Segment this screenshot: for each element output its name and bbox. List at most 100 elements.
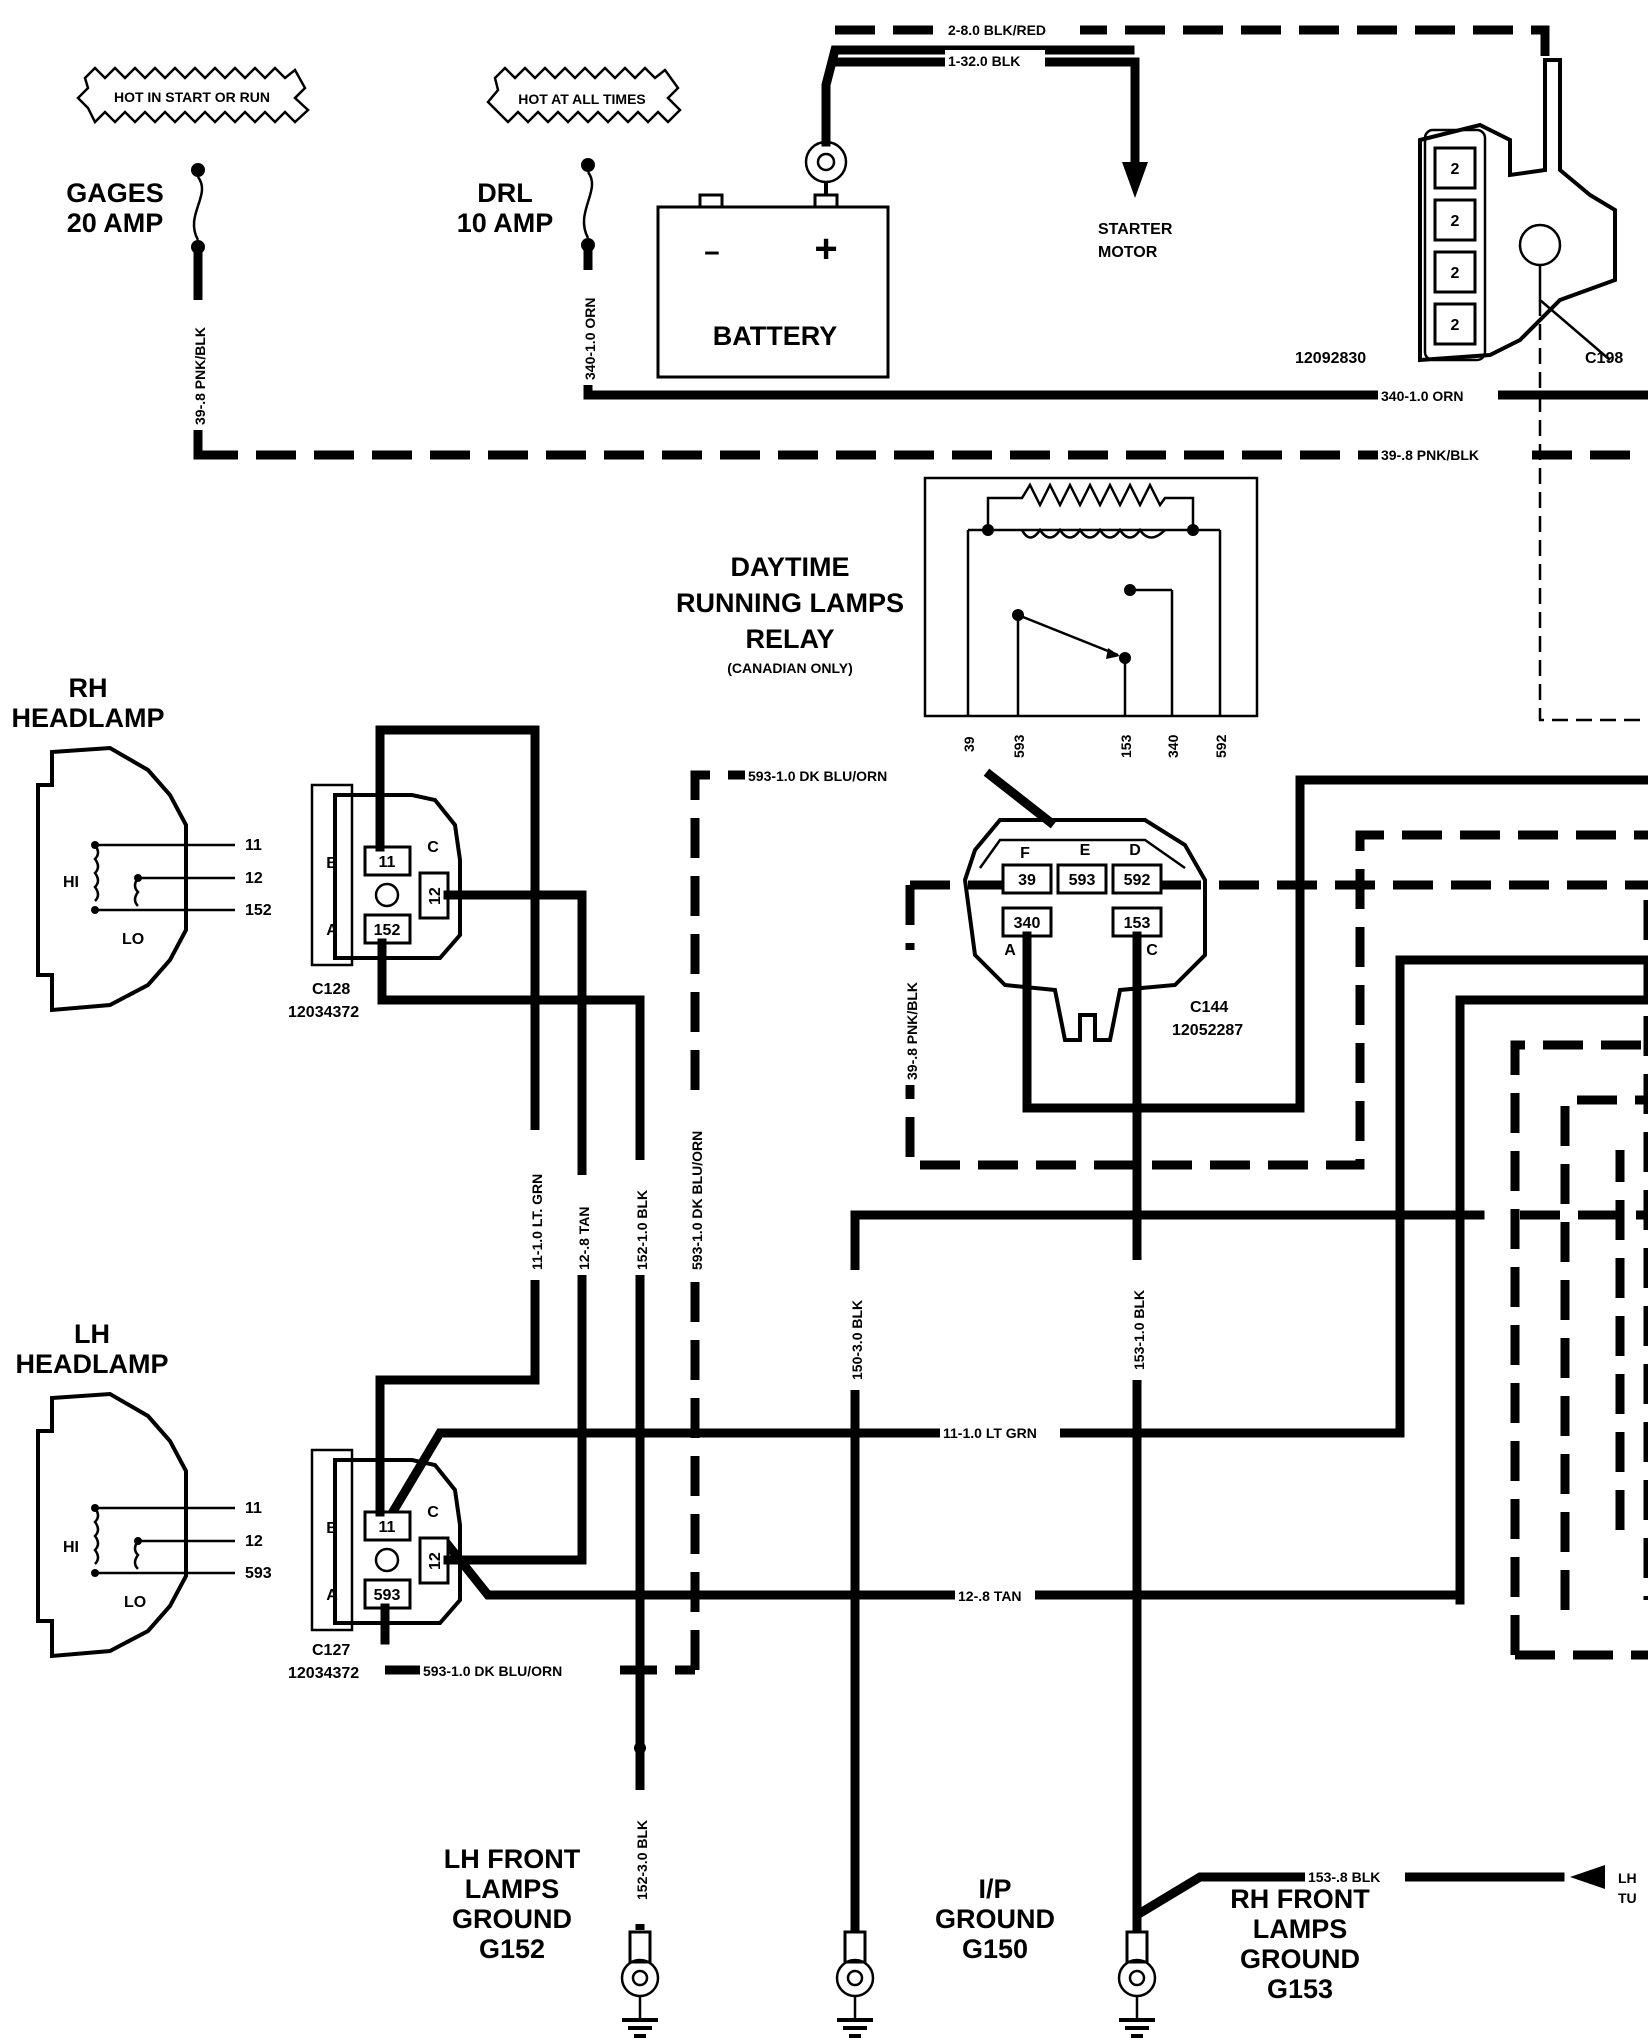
g152-line4: G152 [479,1934,545,1964]
wire-1-label: 1-32.0 BLK [948,53,1020,69]
c127-pin-593: 593 [374,1587,401,1604]
drl-fuse-name: DRL [477,178,533,208]
hot-in-start-or-run-badge: HOT IN START OR RUN [76,66,310,125]
c144-pin-592: 592 [1124,872,1151,889]
c144-cavity-e: E [1080,842,1091,859]
wire-39-c144-label: 39-.8 PNK/BLK [904,982,920,1080]
starter-motor-line2: MOTOR [1098,244,1158,261]
wire-340-vertical-label: 340-1.0 ORN [582,298,598,380]
gages-fuse-name: GAGES [66,178,164,208]
c127-label: C127 [312,1642,350,1659]
c127-cavity-b: B [326,1520,338,1537]
lh-headlamp-title-line1: LH [74,1319,110,1349]
wire-153-vertical-label: 153-1.0 BLK [1131,1290,1147,1370]
battery-label: BATTERY [713,321,838,351]
wire-12-vertical-label: 12-.8 TAN [576,1206,592,1270]
g152-line3: GROUND [452,1904,572,1934]
relay-pin-39: 39 [961,736,977,752]
c127-part-number: 12034372 [288,1665,359,1682]
rh-headlamp: RH HEADLAMP HI LO 11 12 152 [12,673,272,1013]
wire-152-3-label: 152-3.0 BLK [634,1820,650,1900]
wire-593-vertical-label: 593-1.0 DK BLU/ORN [689,1131,705,1270]
battery-minus: − [704,238,720,268]
c198-connector: 2 2 2 2 12092830 C198 [1295,58,1623,367]
c198-label: C198 [1585,350,1623,367]
c127-connector: B A C 11 593 12 C127 12034372 [288,1448,462,1682]
wire-593-bottom-label: 593-1.0 DK BLU/ORN [423,1663,562,1679]
lh-pin-12: 12 [245,1533,263,1550]
c128-cavity-a: A [326,922,338,939]
lh-hi-label: HI [63,1539,79,1556]
c144-label: C144 [1190,999,1228,1016]
hot-at-all-times-text: HOT AT ALL TIMES [518,91,646,107]
g150-line2: GROUND [935,1904,1055,1934]
hot-at-all-times-badge: HOT AT ALL TIMES [486,66,682,124]
c128-part-number: 12034372 [288,1004,359,1021]
lh-lo-label: LO [124,1594,146,1611]
g152-line2: LAMPS [465,1874,560,1904]
relay-title-line1: DAYTIME [730,552,849,582]
wire-39-vertical-label: 39-.8 PNK/BLK [192,327,208,425]
c128-label: C128 [312,981,350,998]
c144-cavity-c: C [1146,942,1158,959]
rh-headlamp-title-line1: RH [69,673,108,703]
c144-pin-153: 153 [1124,915,1151,932]
c144-cavity-d: D [1129,842,1141,859]
c144-pin-39: 39 [1018,872,1036,889]
wire-11-horizontal-label: 11-1.0 LT GRN [943,1425,1037,1441]
hot-in-start-or-run-text: HOT IN START OR RUN [114,89,270,105]
c144-pin-340: 340 [1014,915,1041,932]
g152-ground: LH FRONT LAMPS GROUND G152 [444,1844,660,2038]
c198-pin-4: 2 [1451,317,1460,334]
lh-pin-11: 11 [245,1500,262,1517]
c128-pin-11: 11 [379,854,396,871]
g153-line2: LAMPS [1253,1914,1348,1944]
c128-pin-152: 152 [374,922,401,939]
lh-pin-593: 593 [245,1565,272,1582]
gages-fuse-rating: 20 AMP [67,208,164,238]
c198-pin-3: 2 [1451,265,1460,282]
drl-relay: DAYTIME RUNNING LAMPS RELAY (CANADIAN ON… [676,476,1259,758]
g150-line3: G150 [962,1934,1028,1964]
c144-pin-593: 593 [1069,872,1096,889]
gages-fuse: GAGES 20 AMP [66,163,205,254]
wire-152-vertical-label: 152-1.0 BLK [634,1190,650,1270]
g153-line1: RH FRONT [1230,1884,1370,1914]
c198-pin-2: 2 [1451,213,1460,230]
rh-pin-12: 12 [245,870,263,887]
starter-motor: STARTER MOTOR [1098,221,1173,261]
edge-label-lh: LH [1618,1870,1637,1886]
wire-593-top-label: 593-1.0 DK BLU/ORN [748,768,887,784]
c144-cavity-a: A [1004,942,1016,959]
edge-label-tu: TU [1618,1890,1637,1906]
relay-pin-592: 592 [1213,734,1229,758]
g150-ground: I/P GROUND G150 [835,1874,1055,2038]
wire-340-horizontal-label: 340-1.0 ORN [1381,388,1463,404]
drl-fuse-rating: 10 AMP [457,208,554,238]
battery: − + BATTERY [656,140,890,379]
relay-subtitle: (CANADIAN ONLY) [727,660,852,676]
g153-ground: RH FRONT LAMPS GROUND G153 [1117,1884,1370,2038]
c128-cavity-c: C [427,839,439,856]
c144-cavity-f: F [1020,845,1030,862]
g153-line3: GROUND [1240,1944,1360,1974]
c144-connector: F E D 39 593 592 340 153 A C C144 120522… [962,818,1243,1042]
relay-pin-340: 340 [1165,734,1181,758]
starter-arrow-icon [1122,162,1148,198]
c127-pin-12: 12 [427,1552,444,1570]
c198-pin-1: 2 [1451,161,1460,178]
relay-title-line2: RUNNING LAMPS [676,588,904,618]
starter-motor-line1: STARTER [1098,221,1173,238]
c127-cavity-a: A [326,1587,338,1604]
wire-11-vertical-label: 11-1.0 LT. GRN [529,1174,545,1270]
wire-150-label: 150-3.0 BLK [849,1300,865,1380]
lh-headlamp: LH HEADLAMP HI LO 11 12 593 [16,1319,272,1659]
relay-title-line3: RELAY [745,624,834,654]
c128-pin-12: 12 [427,887,444,905]
c127-pin-11: 11 [379,1519,396,1536]
battery-plus: + [814,227,837,271]
relay-pin-153: 153 [1118,734,1134,758]
rh-headlamp-title-line2: HEADLAMP [12,703,165,733]
drl-fuse: DRL 10 AMP [457,158,595,252]
